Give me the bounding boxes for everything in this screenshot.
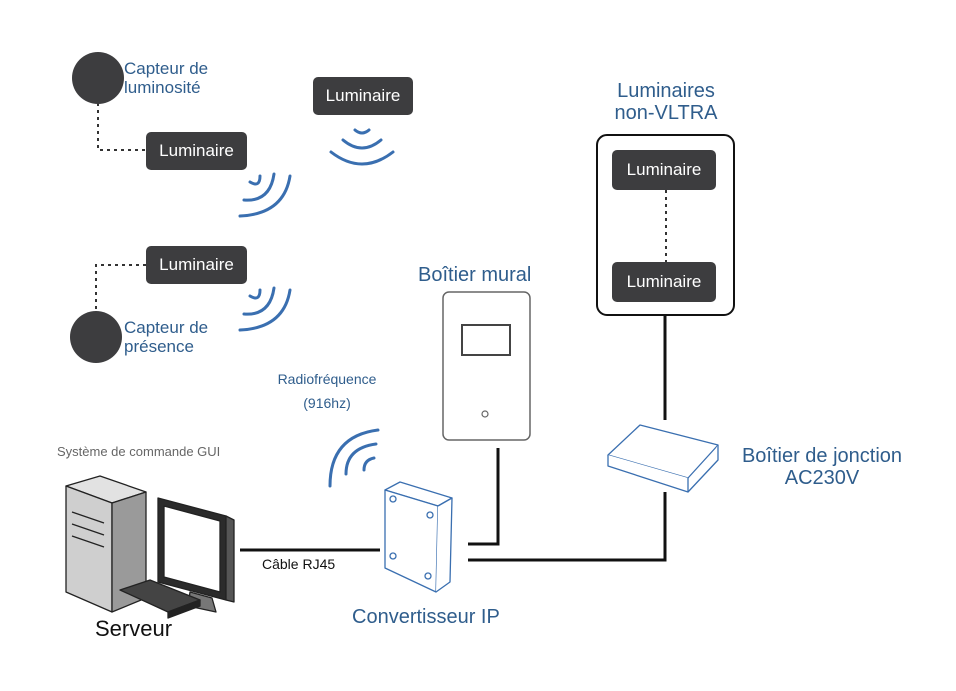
computer-icon (65, 475, 235, 619)
presence-sensor-label-line1: Capteur de (124, 318, 209, 337)
junction-box-label: Boîtier de jonction AC230V (722, 445, 922, 489)
radio-label-line1: Radiofréquence (277, 371, 377, 387)
radio-label: Radiofréquence (916hz) (262, 368, 392, 416)
luminaire-non-vltra-bottom: Luminaire (612, 262, 716, 302)
junction-box-label-line2: AC230V (784, 467, 860, 489)
non-vltra-title-line1: Luminaires (617, 80, 715, 102)
presence-sensor-label: Capteur de présence (124, 318, 209, 356)
radio-label-line2: (916hz) (303, 394, 351, 411)
wiring (240, 315, 667, 562)
ip-converter-icon (384, 481, 453, 593)
junction-box-icon (607, 424, 719, 493)
converter-label: Convertisseur IP (352, 606, 500, 628)
luminaire-middle-left: Luminaire (146, 246, 247, 284)
server-label: Serveur (95, 616, 173, 641)
sensor-link-top (97, 103, 146, 151)
non-vltra-title-line2: non-VLTRA (614, 102, 718, 124)
non-vltra-title: Luminaires non-VLTRA (596, 80, 736, 124)
luminaire-top-left: Luminaire (146, 132, 247, 170)
junction-box-label-line1: Boîtier de jonction (741, 445, 903, 467)
light-sensor-icon (72, 52, 124, 104)
light-sensor-label-line1: Capteur de (124, 59, 209, 78)
server-caption: Système de commande GUI (57, 444, 221, 459)
wall-box-label: Boîtier mural (418, 264, 532, 286)
presence-sensor-label-line2: présence (124, 336, 194, 356)
cable-label: Câble RJ45 (262, 556, 336, 572)
luminaire-non-vltra-top: Luminaire (612, 150, 716, 190)
luminaire-top-center: Luminaire (313, 77, 413, 115)
light-sensor-label: Capteur de luminosité (124, 59, 209, 97)
wall-box-icon (442, 291, 531, 441)
wireless-wave-icon (238, 128, 395, 488)
presence-sensor-icon (70, 311, 122, 363)
light-sensor-label-line2: luminosité (124, 77, 201, 97)
sensor-link-bottom (95, 264, 146, 312)
